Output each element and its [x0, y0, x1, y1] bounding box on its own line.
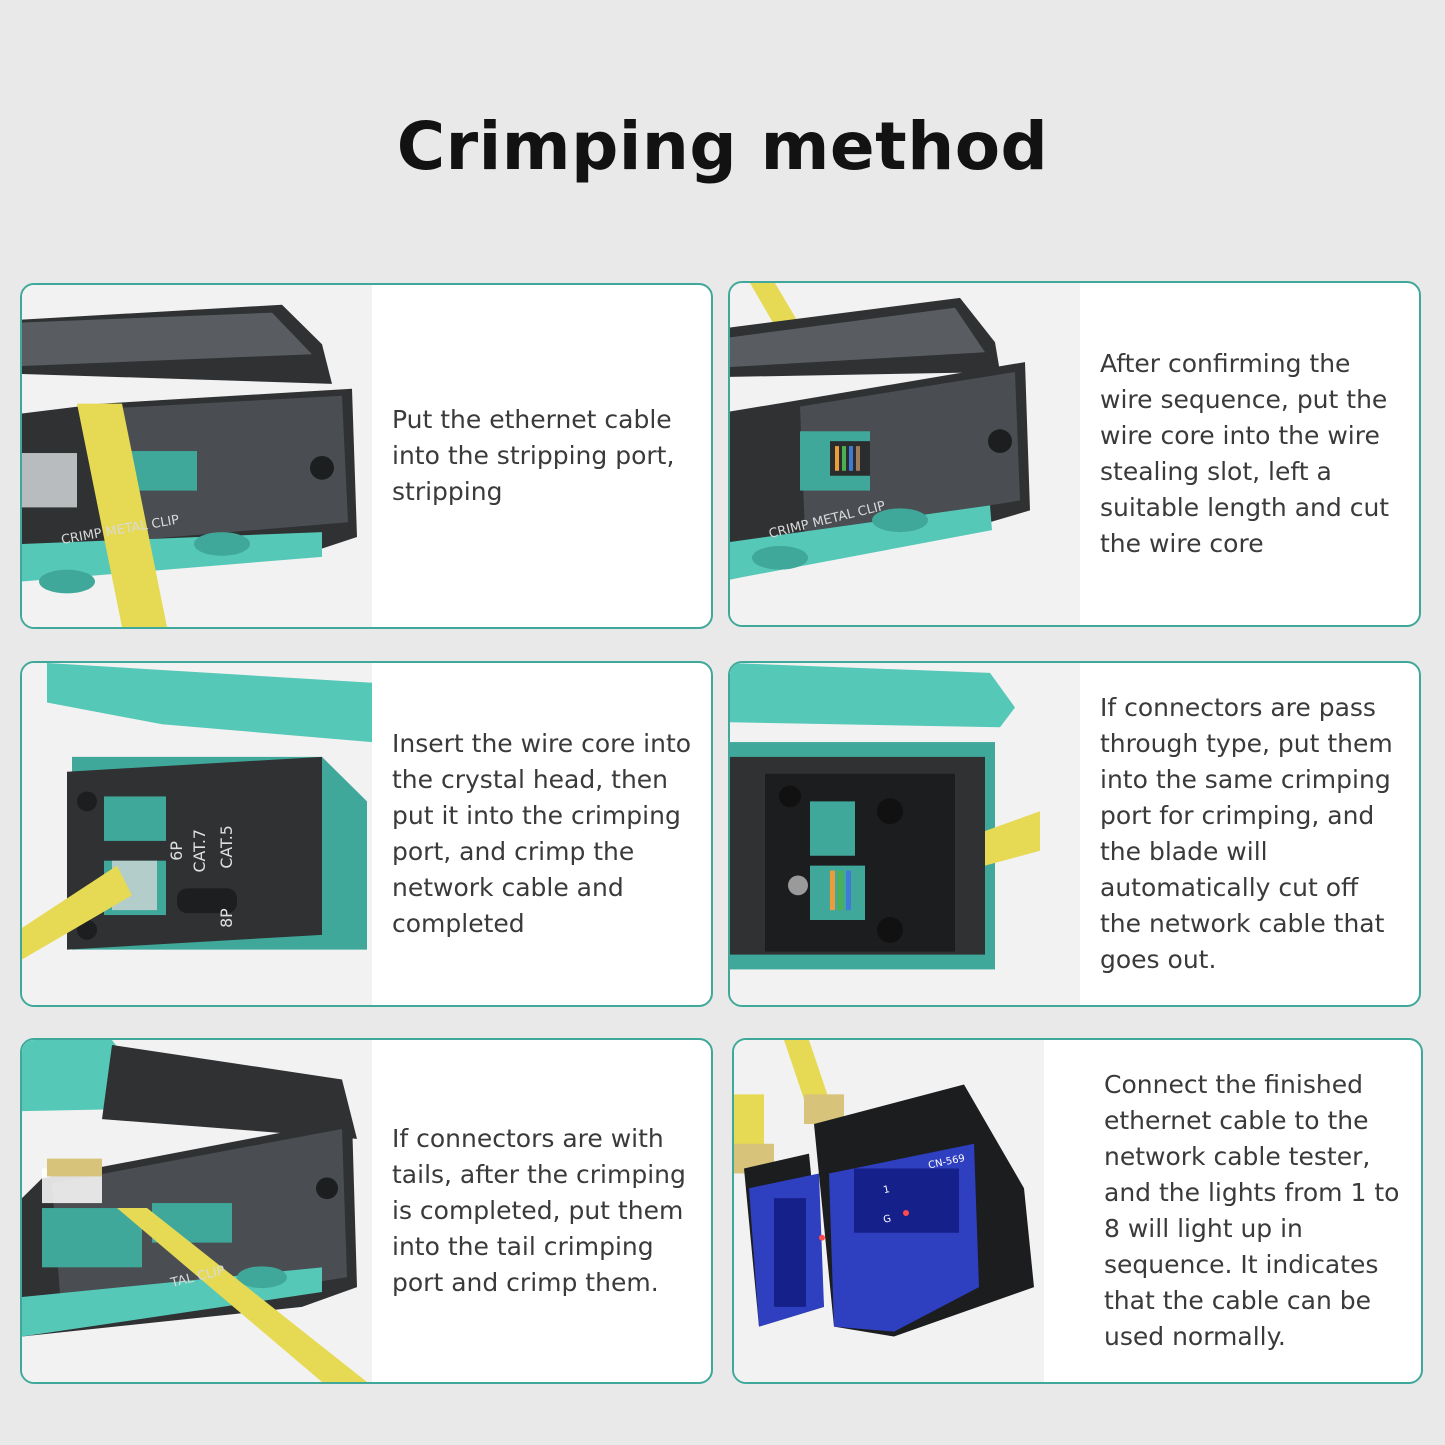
step-card-1: CRIMP METAL CLIP Put the ethernet cable …	[20, 283, 713, 629]
crimper-tail-port-photo: TAL CLIP	[22, 1040, 372, 1382]
step-text-2: After confirming the wire sequence, put …	[1100, 349, 1390, 558]
cat5-label: CAT.5	[217, 825, 236, 868]
p8-label: 8P	[217, 908, 236, 928]
step-card-2: CRIMP METAL CLIP After confirming the wi…	[728, 281, 1421, 627]
step-card-3: 6P CAT.7 CAT.5 8P Insert the wire core i…	[20, 661, 713, 1007]
cable-tester-photo: CN-569 1 G	[734, 1040, 1084, 1382]
crimper-stripping-port-photo: CRIMP METAL CLIP	[22, 285, 372, 627]
tester-number-1: 1	[882, 1184, 891, 1196]
step-card-4: If connectors are pass through type, put…	[728, 661, 1421, 1007]
crimper-cutting-slot-photo: CRIMP METAL CLIP	[730, 283, 1080, 625]
step-card-6: CN-569 1 G Connect the finished ethernet…	[732, 1038, 1423, 1384]
step-text-6: Connect the finished ethernet cable to t…	[1104, 1070, 1400, 1351]
step-text-3: Insert the wire core into the crystal he…	[392, 729, 692, 938]
crimper-pass-through-photo	[730, 663, 1080, 1005]
tester-number-g: G	[882, 1213, 892, 1225]
step-text-1: Put the ethernet cable into the strippin…	[392, 405, 675, 506]
cat7-label: CAT.7	[190, 829, 209, 872]
step-text-5: If connectors are with tails, after the …	[392, 1124, 686, 1297]
page-title: Crimping method	[396, 108, 1049, 185]
crimper-connector-port-photo: 6P CAT.7 CAT.5 8P	[22, 663, 372, 1005]
p6-label: 6P	[167, 841, 186, 861]
step-card-5: TAL CLIP If connectors are with tails, a…	[20, 1038, 713, 1384]
step-text-4: If connectors are pass through type, put…	[1100, 693, 1393, 974]
